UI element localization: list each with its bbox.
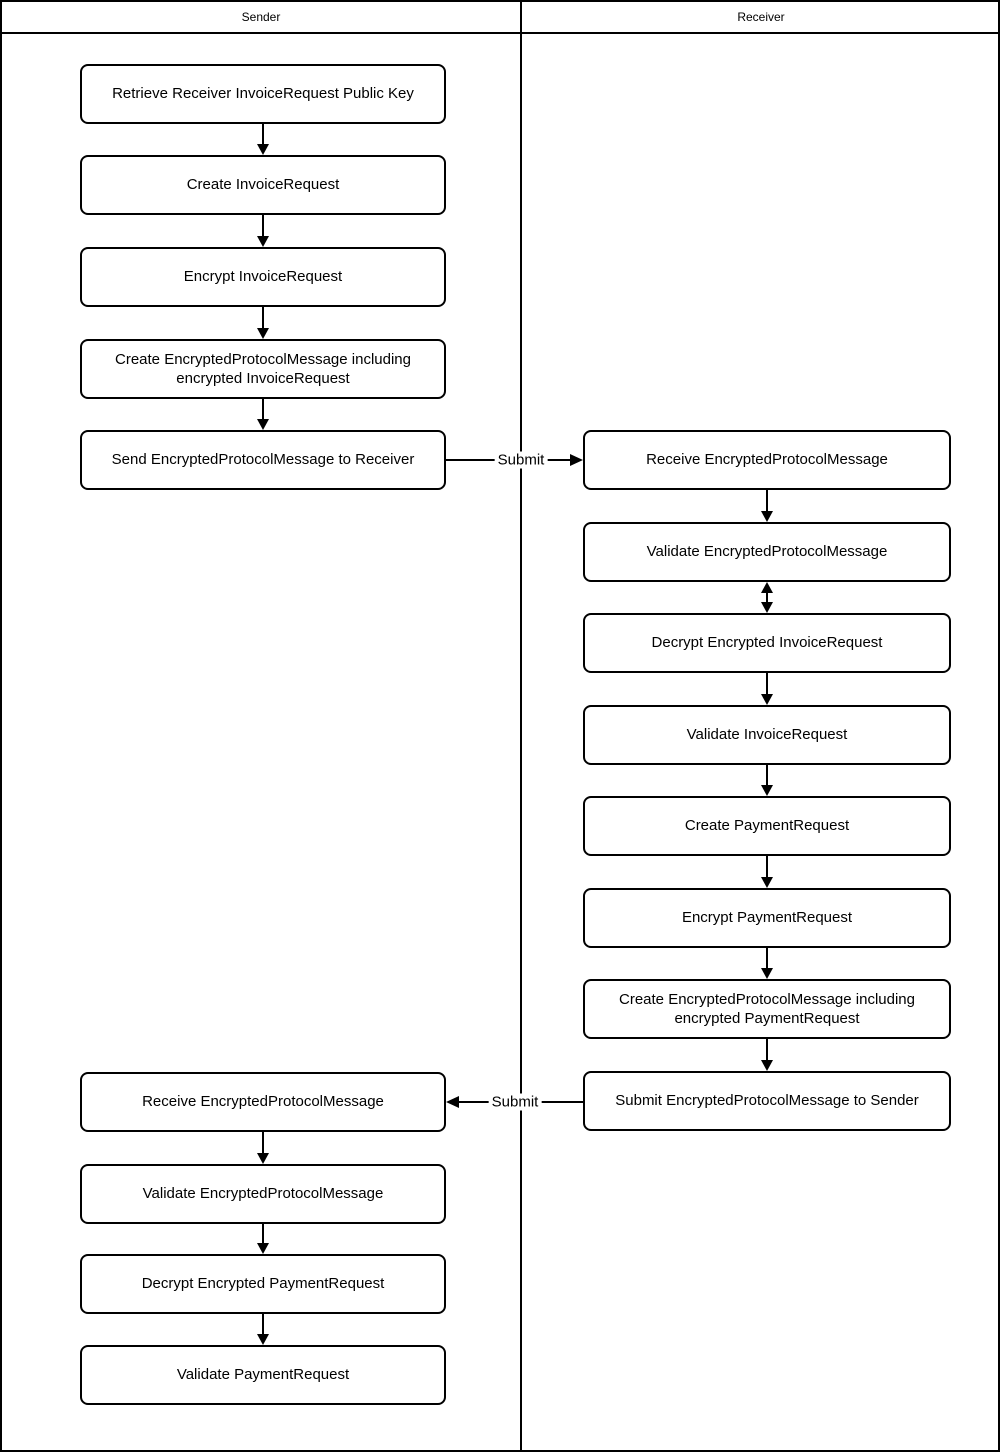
lane-title-sender: Sender (241, 10, 281, 24)
flow-arrow-down (761, 765, 773, 796)
flow-node-retrieve-receiver-invoicerequest-public-key: Retrieve Receiver InvoiceRequest Public … (80, 64, 446, 124)
flow-arrow-down (257, 1314, 269, 1345)
edge-label-submit-bottom: Submit (488, 1093, 542, 1111)
flow-arrow-down (761, 856, 773, 888)
flow-arrow-down (257, 307, 269, 339)
flow-node-encrypt-invoicerequest: Encrypt InvoiceRequest (80, 247, 446, 307)
flow-node-decrypt-encrypted-paymentrequest: Decrypt Encrypted PaymentRequest (80, 1254, 446, 1314)
flow-node-validate-paymentrequest: Validate PaymentRequest (80, 1345, 446, 1405)
flow-node-receive-encryptedprotocolmessage-sender: Receive EncryptedProtocolMessage (80, 1072, 446, 1132)
flow-arrow-down (257, 124, 269, 155)
flow-node-validate-encryptedprotocolmessage-receiver: Validate EncryptedProtocolMessage (583, 522, 951, 582)
flow-arrow-down (761, 1039, 773, 1071)
lane-header-receiver: Receiver (522, 2, 998, 32)
lane-header-sender: Sender (2, 2, 520, 32)
flow-arrow-down (257, 1224, 269, 1254)
flow-node-decrypt-encrypted-invoicerequest: Decrypt Encrypted InvoiceRequest (583, 613, 951, 673)
flow-arrow-down (761, 948, 773, 979)
flow-node-receive-encryptedprotocolmessage-receiver: Receive EncryptedProtocolMessage (583, 430, 951, 490)
flow-arrow-down (257, 1132, 269, 1164)
flow-arrow-down (257, 215, 269, 247)
arrow-right-icon (570, 454, 583, 466)
lane-title-receiver: Receiver (737, 10, 785, 24)
flow-arrow-down (761, 490, 773, 522)
flow-arrow-bidirectional (761, 582, 773, 613)
flow-node-create-encryptedprotocolmessage-invoicerequest: Create EncryptedProtocolMessage includin… (80, 339, 446, 399)
flow-node-create-paymentrequest: Create PaymentRequest (583, 796, 951, 856)
edge-label-submit-top: Submit (494, 451, 548, 469)
flow-node-encrypt-paymentrequest: Encrypt PaymentRequest (583, 888, 951, 948)
flow-arrow-down (761, 673, 773, 705)
header-separator (2, 32, 998, 34)
flow-node-send-encryptedprotocolmessage-to-receiver: Send EncryptedProtocolMessage to Receive… (80, 430, 446, 490)
flow-node-submit-encryptedprotocolmessage-to-sender: Submit EncryptedProtocolMessage to Sende… (583, 1071, 951, 1131)
flow-node-validate-invoicerequest: Validate InvoiceRequest (583, 705, 951, 765)
arrow-left-icon (446, 1096, 459, 1108)
flow-node-validate-encryptedprotocolmessage-sender: Validate EncryptedProtocolMessage (80, 1164, 446, 1224)
flow-arrow-down (257, 399, 269, 430)
lane-divider (520, 2, 522, 1450)
flow-node-create-encryptedprotocolmessage-paymentrequest: Create EncryptedProtocolMessage includin… (583, 979, 951, 1039)
flow-node-create-invoicerequest: Create InvoiceRequest (80, 155, 446, 215)
